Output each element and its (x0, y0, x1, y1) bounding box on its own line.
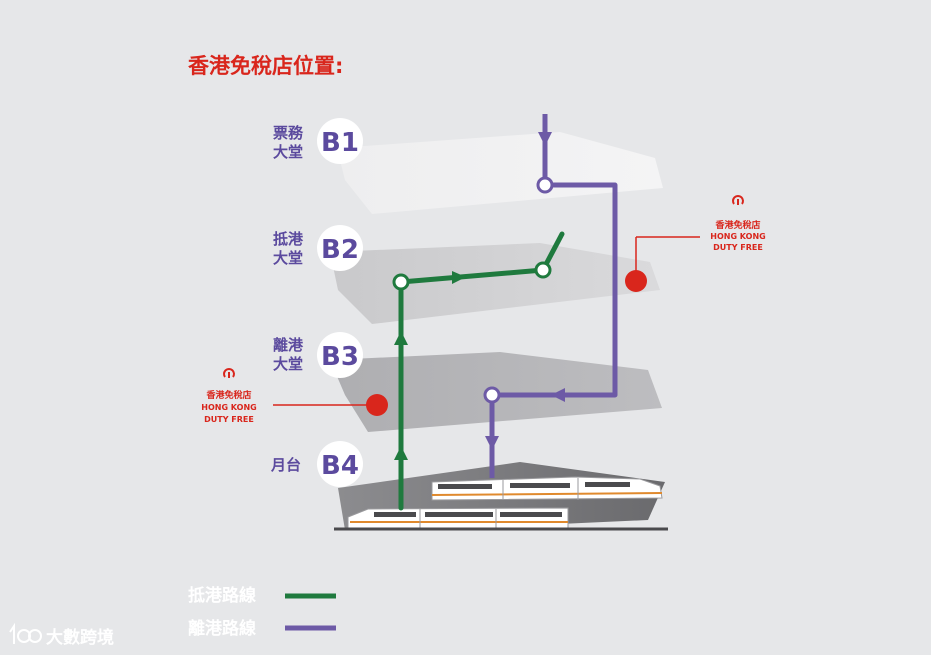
legend-arrival-label: 抵港路線 (188, 585, 256, 606)
arrival-arrow-up-2 (394, 331, 408, 345)
arrival-node-1 (392, 273, 410, 291)
train-lower (347, 507, 569, 529)
watermark-logo-icon (9, 622, 42, 644)
page-title: 香港免稅店位置: (188, 54, 343, 78)
duty-free-shop-b3: 香港免稅店 HONG KONG DUTY FREE (201, 368, 388, 424)
departure-arrow-left (551, 388, 565, 402)
shop-logo-icon (223, 368, 235, 378)
arrival-node-2 (534, 261, 552, 279)
shop-b2-name-en: HONG KONG (710, 232, 765, 241)
departure-node-1 (536, 176, 554, 194)
shop-b3-name-en: HONG KONG (201, 403, 256, 412)
duty-free-shop-b2: 香港免稅店 HONG KONG DUTY FREE (625, 195, 766, 292)
train-upper (431, 476, 663, 501)
shop-b2-name-en2: DUTY FREE (713, 243, 763, 252)
level-b1-code: B1 (321, 128, 359, 158)
level-b3-badge (317, 332, 363, 378)
watermark-text: 大數跨境 (46, 627, 114, 648)
level-b1-badge (317, 118, 363, 164)
shop-logo-icon (732, 195, 744, 205)
legend-departure-label: 離港路線 (188, 618, 256, 639)
arrival-arrow-right (452, 271, 466, 284)
departure-route (483, 114, 618, 478)
level-b2-code: B2 (321, 235, 359, 265)
level-b4-code: B4 (321, 451, 359, 481)
level-b4-badge (317, 441, 363, 487)
level-b3-name-2: 大堂 (273, 355, 303, 373)
shop-marker-b3 (366, 394, 388, 416)
departure-node-2 (483, 386, 501, 404)
level-b3-name-1: 離港 (273, 336, 304, 354)
shop-marker-b2 (625, 270, 647, 292)
departure-arrow-down-2 (485, 436, 499, 450)
level-b2-badge (317, 225, 363, 271)
level-b2-name-1: 抵港 (273, 230, 304, 248)
level-b3-code: B3 (321, 342, 359, 372)
level-b3: 離港 大堂 B3 (273, 332, 363, 378)
floor-b2 (330, 243, 660, 324)
level-b1: 票務 大堂 B1 (273, 118, 363, 164)
departure-arrow-down-1 (538, 132, 552, 146)
level-b2-name-2: 大堂 (273, 249, 303, 267)
level-b4: 月台 B4 (270, 441, 363, 487)
level-b1-name-1: 票務 (273, 124, 304, 142)
arrival-arrow-up-1 (394, 446, 408, 460)
legend: 抵港路線 離港路線 (188, 585, 336, 639)
arrival-route (392, 231, 565, 511)
level-b2: 抵港 大堂 B2 (273, 225, 363, 271)
level-b1-name-2: 大堂 (273, 143, 303, 161)
shop-b3-name-en2: DUTY FREE (204, 415, 254, 424)
watermark: 大數跨境 (9, 622, 114, 648)
floor-b1 (337, 132, 663, 214)
shop-b2-name: 香港免稅店 (714, 219, 760, 231)
level-b4-name-1: 月台 (270, 456, 301, 474)
shop-b3-name: 香港免稅店 (205, 389, 251, 401)
